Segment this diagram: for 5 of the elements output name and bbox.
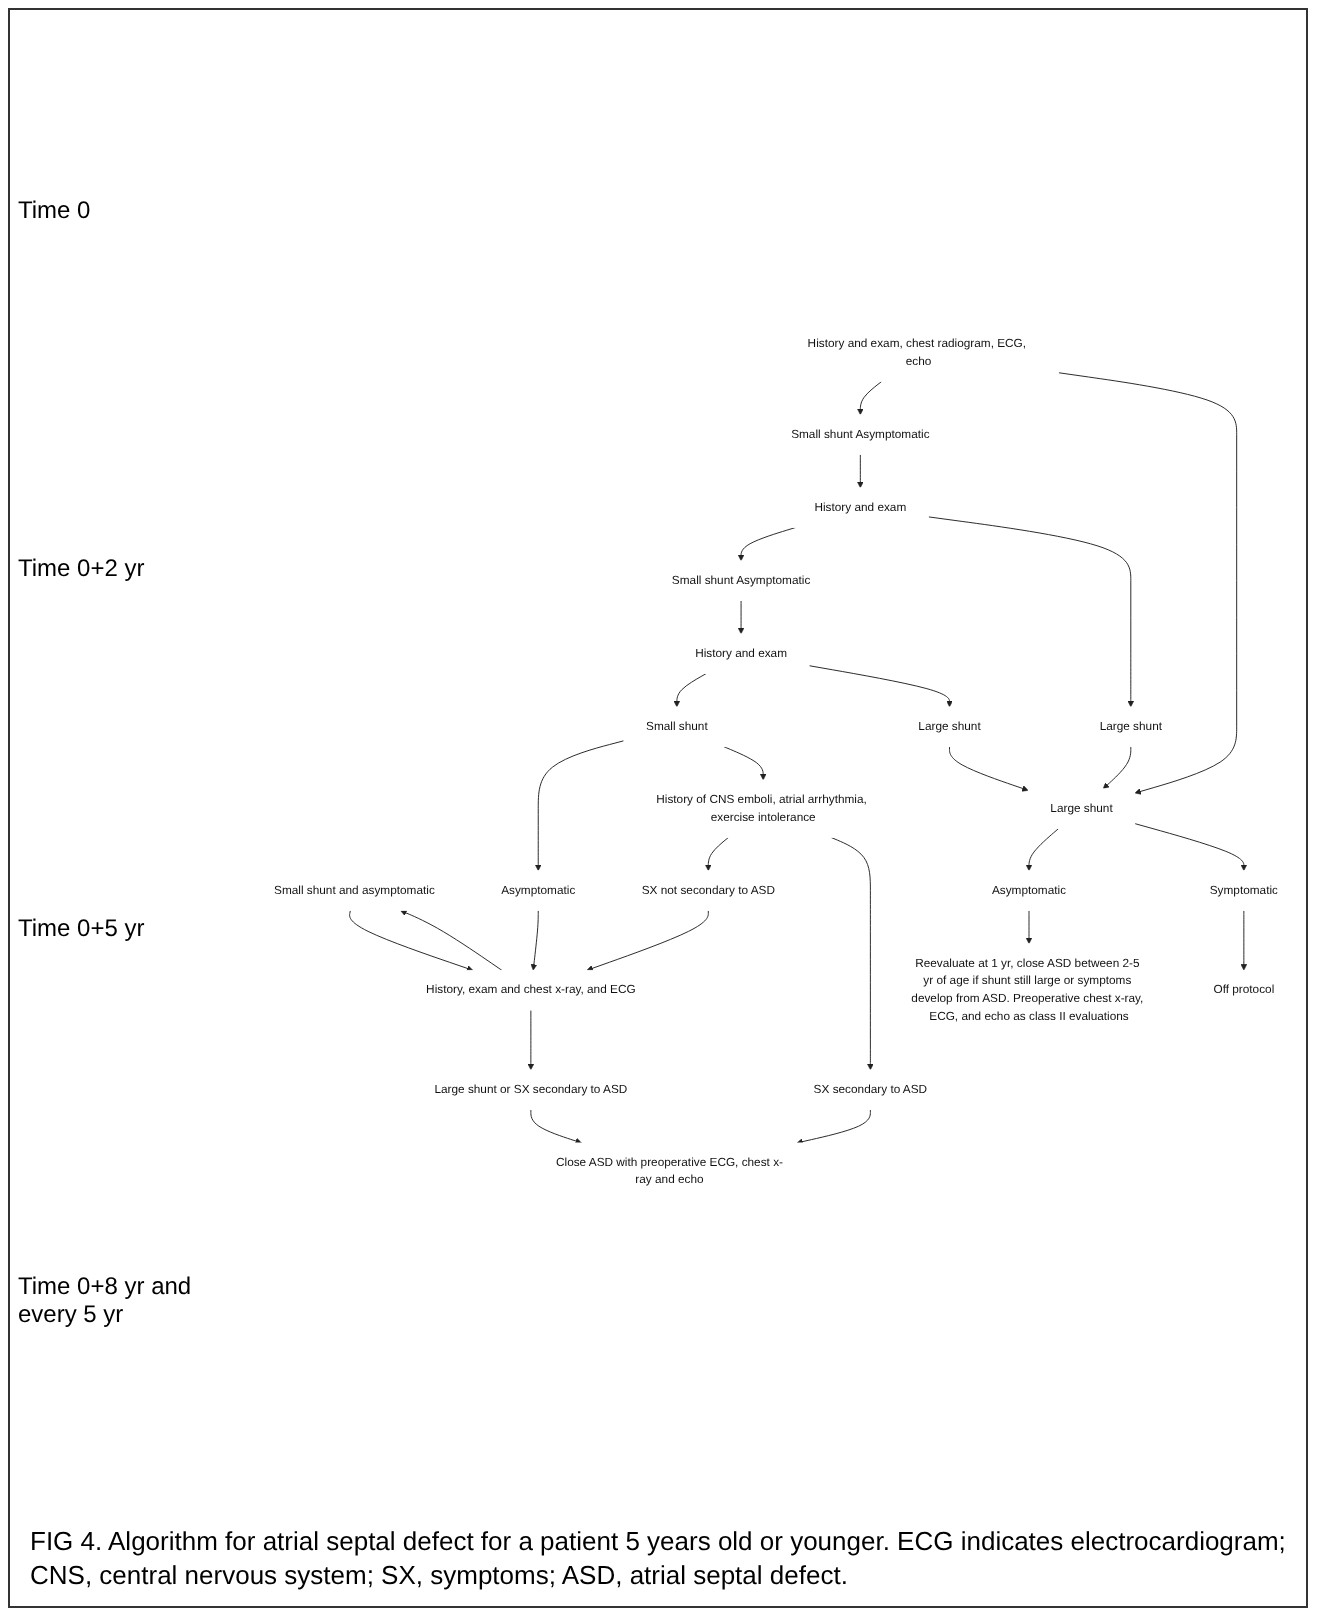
figure-caption: FIG 4. Algorithm for atrial septal defect for a patient 5 years old or younger. ECG indicates electrocardiogram; CNS, central nervous system; SX, symptoms; ASD, atrial septal defect. bbox=[28, 1524, 1288, 1595]
time-label: Time 0+5 yr bbox=[18, 913, 147, 942]
time-label: Time 0+8 yr and every 5 yr bbox=[18, 1272, 194, 1329]
time-label: Time 0 bbox=[18, 195, 93, 224]
time-label: Time 0+2 yr bbox=[18, 554, 147, 583]
